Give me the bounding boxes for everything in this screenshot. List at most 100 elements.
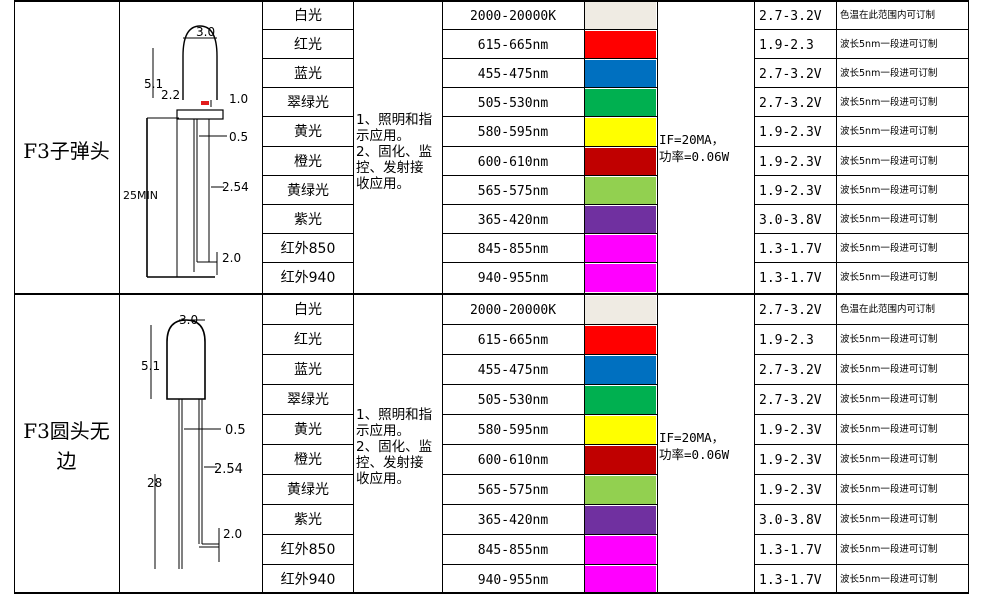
wavelength-cell: 565-575nm: [477, 483, 549, 498]
row-divider: [755, 504, 968, 505]
row-divider: [755, 262, 968, 263]
section-divider: [14, 0, 969, 2]
row-divider: [443, 324, 584, 325]
dim-label: 5.1: [144, 77, 163, 91]
note-cell: 波长5nm一段进可订制: [840, 272, 938, 283]
row-divider: [585, 58, 657, 59]
color-swatch: [585, 536, 656, 564]
color-name-cell: 蓝光: [294, 362, 322, 378]
wavelength-cell: 455-475nm: [477, 363, 549, 378]
row-divider: [755, 414, 968, 415]
note-cell: 波长5nm一段进可订制: [840, 39, 938, 50]
wavelength-cell: 845-855nm: [477, 543, 549, 558]
color-name-cell: 黄光: [294, 422, 322, 438]
row-divider: [755, 233, 968, 234]
color-name-cell: 蓝光: [294, 66, 322, 82]
note-cell: 波长5nm一段进可订制: [840, 68, 938, 79]
row-divider: [443, 444, 584, 445]
voltage-cell: 1.9-2.3V: [759, 155, 822, 170]
row-divider: [755, 29, 968, 30]
note-cell: 波长5nm一段进可订制: [840, 97, 938, 108]
row-divider: [585, 87, 657, 88]
dim-label: 3.0: [179, 313, 198, 327]
row-divider: [443, 204, 584, 205]
wavelength-cell: 365-420nm: [477, 213, 549, 228]
row-divider: [585, 474, 657, 475]
row-divider: [755, 87, 968, 88]
wavelength-cell: 505-530nm: [477, 96, 549, 111]
table-divider: [442, 0, 443, 594]
voltage-cell: 2.7-3.2V: [759, 363, 822, 378]
row-divider: [263, 324, 353, 325]
row-divider: [263, 175, 353, 176]
color-name-cell: 翠绿光: [287, 392, 329, 408]
voltage-cell: 1.9-2.3: [759, 38, 814, 53]
wavelength-cell: 845-855nm: [477, 242, 549, 257]
color-name-cell: 黄绿光: [287, 183, 329, 199]
row-divider: [585, 146, 657, 147]
wavelength-cell: 565-575nm: [477, 184, 549, 199]
color-swatch: [585, 416, 656, 444]
note-cell: 波长5nm一段进可订制: [840, 514, 938, 525]
voltage-cell: 2.7-3.2V: [759, 9, 822, 24]
voltage-cell: 2.7-3.2V: [759, 303, 822, 318]
color-swatch: [585, 446, 656, 474]
section-1-drawing: 3.0 5.1 2.2 1.0 0.5 2.54 25MIN 2.0: [123, 25, 249, 278]
wavelength-cell: 2000-20000K: [469, 303, 557, 318]
row-divider: [755, 116, 968, 117]
color-name-cell: 红光: [294, 332, 322, 348]
section-1-application: 1、照明和指 示应用。 2、固化、监 控、发射接 收应用。: [356, 112, 433, 192]
dim-label: 28: [147, 476, 162, 490]
color-name-cell: 紫光: [294, 212, 322, 228]
row-divider: [443, 504, 584, 505]
table-divider: [584, 0, 585, 594]
color-name-cell: 红外850: [280, 542, 336, 558]
voltage-cell: 1.3-1.7V: [759, 543, 822, 558]
dim-label: 1.0: [229, 92, 248, 106]
voltage-cell: 1.3-1.7V: [759, 271, 822, 286]
table-divider: [657, 0, 658, 594]
wavelength-cell: 600-610nm: [477, 155, 549, 170]
color-name-cell: 黄光: [294, 124, 322, 140]
color-swatch: [585, 386, 656, 414]
table-border: [14, 0, 15, 594]
row-divider: [443, 384, 584, 385]
row-divider: [263, 354, 353, 355]
wavelength-cell: 940-955nm: [477, 271, 549, 286]
color-name-cell: 红外940: [280, 572, 336, 588]
color-name-cell: 白光: [294, 302, 322, 318]
color-name-cell: 紫光: [294, 512, 322, 528]
row-divider: [263, 58, 353, 59]
section-divider: [14, 293, 969, 295]
dim-label: 0.5: [225, 423, 246, 438]
note-cell: 波长5nm一段进可订制: [840, 334, 938, 345]
row-divider: [755, 324, 968, 325]
note-cell: 色温在此范围内可订制: [840, 304, 936, 315]
row-divider: [443, 116, 584, 117]
row-divider: [263, 414, 353, 415]
section-divider: [14, 592, 969, 594]
dim-label: 25MIN: [123, 189, 158, 202]
color-name-cell: 橙光: [294, 154, 322, 170]
row-divider: [263, 204, 353, 205]
row-divider: [443, 414, 584, 415]
section-2-name: F3圆头无 边: [23, 419, 110, 473]
row-divider: [585, 116, 657, 117]
color-name-cell: 翠绿光: [287, 95, 329, 111]
row-divider: [755, 474, 968, 475]
section-2-application: 1、照明和指 示应用。 2、固化、监 控、发射接 收应用。: [356, 407, 433, 487]
wavelength-cell: 365-420nm: [477, 513, 549, 528]
row-divider: [755, 204, 968, 205]
note-cell: 波长5nm一段进可订制: [840, 214, 938, 225]
row-divider: [755, 564, 968, 565]
row-divider: [585, 204, 657, 205]
dim-label: 5.1: [141, 359, 160, 373]
wavelength-cell: 600-610nm: [477, 453, 549, 468]
row-divider: [443, 233, 584, 234]
color-swatch: [585, 235, 656, 263]
row-divider: [755, 354, 968, 355]
row-divider: [585, 534, 657, 535]
voltage-cell: 1.9-2.3V: [759, 184, 822, 199]
table-divider: [836, 0, 837, 594]
note-cell: 波长5nm一段进可订制: [840, 185, 938, 196]
